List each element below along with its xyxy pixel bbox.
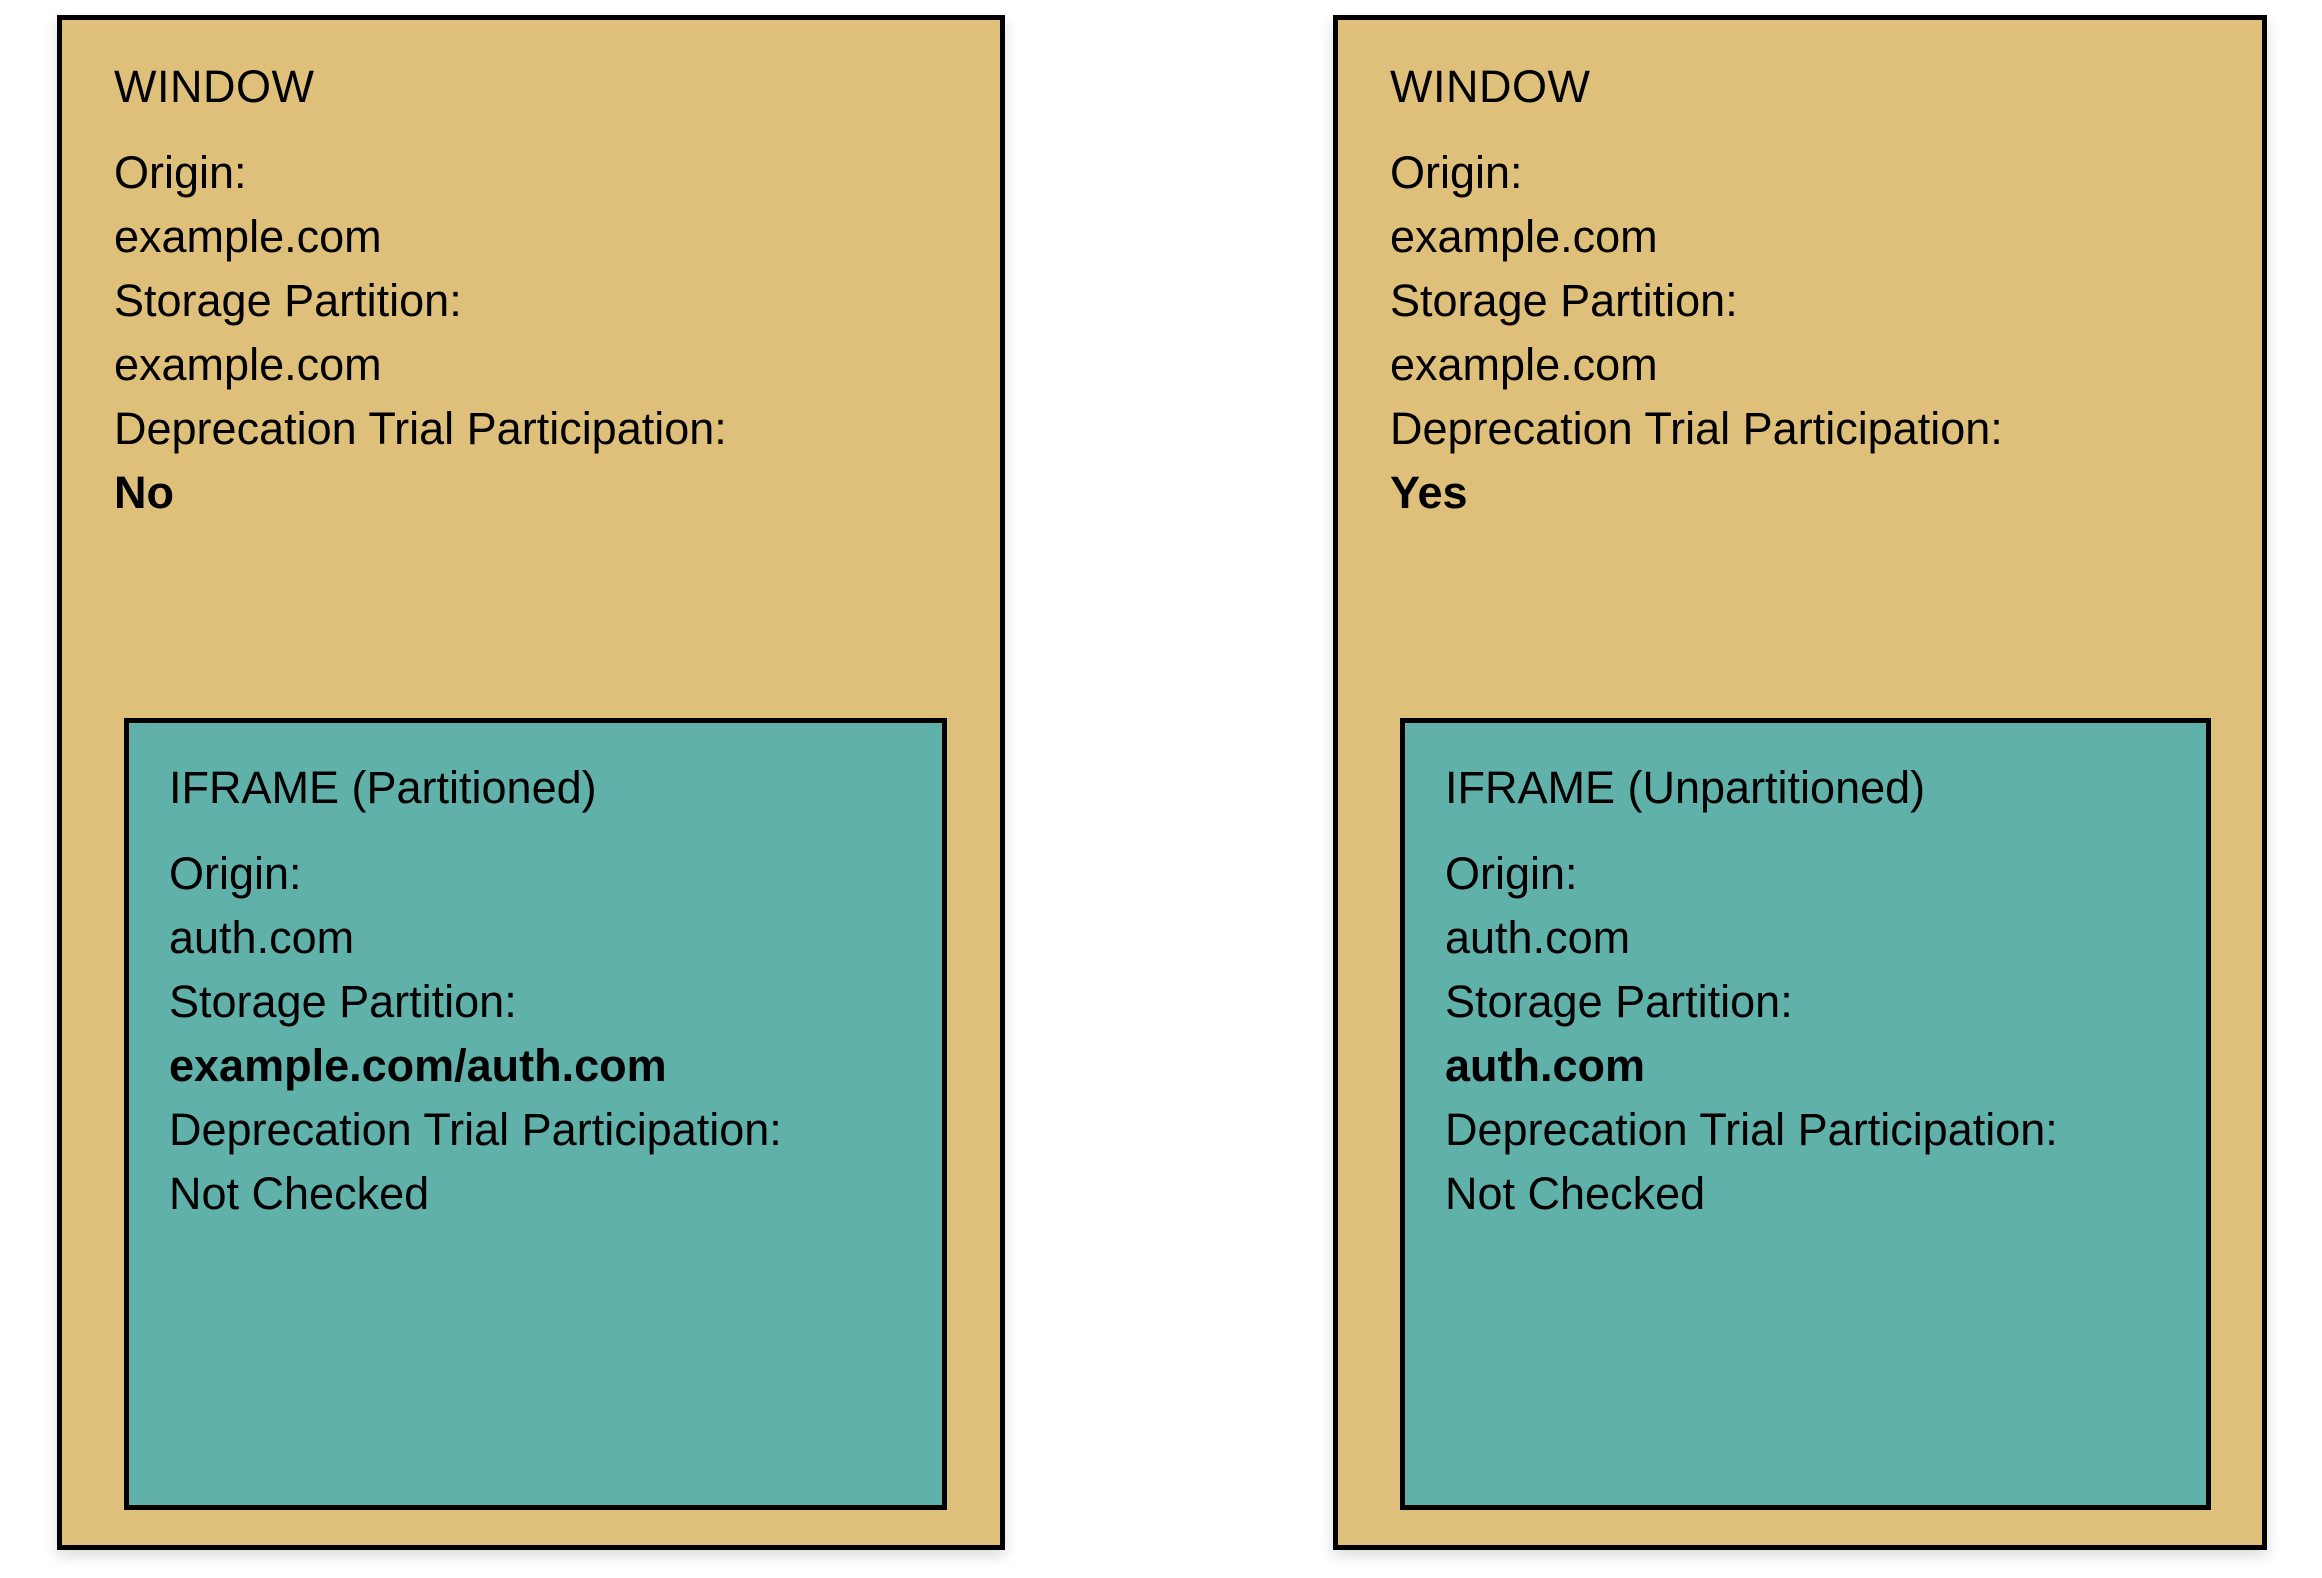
iframe-box-right: IFRAME (Unpartitioned) Origin: auth.com … — [1400, 718, 2211, 1510]
window-panel-right: WINDOW Origin: example.com Storage Parti… — [1333, 15, 2267, 1550]
iframe-title-right: IFRAME (Unpartitioned) — [1445, 762, 1926, 813]
window-storage-value-left: example.com — [114, 339, 382, 390]
iframe-trial-label-left: Deprecation Trial Participation: — [169, 1104, 782, 1155]
window-storage-label-right: Storage Partition: — [1390, 275, 1738, 326]
window-title-right: WINDOW — [1390, 61, 1591, 112]
window-panel-left: WINDOW Origin: example.com Storage Parti… — [57, 15, 1005, 1550]
window-origin-value-right: example.com — [1390, 211, 1658, 262]
window-trial-field-left: Deprecation Trial Participation: No — [114, 397, 727, 525]
window-origin-label-right: Origin: — [1390, 147, 1523, 198]
window-origin-label-left: Origin: — [114, 147, 247, 198]
iframe-origin-field-left: Origin: auth.com — [169, 842, 354, 970]
window-storage-value-right: example.com — [1390, 339, 1658, 390]
iframe-trial-field-right: Deprecation Trial Participation: Not Che… — [1445, 1098, 2058, 1226]
window-trial-label-left: Deprecation Trial Participation: — [114, 403, 727, 454]
window-origin-field-right: Origin: example.com — [1390, 141, 1658, 269]
iframe-title-left: IFRAME (Partitioned) — [169, 762, 597, 813]
iframe-box-left: IFRAME (Partitioned) Origin: auth.com St… — [124, 718, 947, 1510]
iframe-trial-field-left: Deprecation Trial Participation: Not Che… — [169, 1098, 782, 1226]
iframe-storage-field-left: Storage Partition: example.com/auth.com — [169, 970, 667, 1098]
iframe-trial-value-left: Not Checked — [169, 1168, 430, 1219]
iframe-trial-value-right: Not Checked — [1445, 1168, 1706, 1219]
window-trial-value-right: Yes — [1390, 467, 1468, 518]
iframe-storage-label-right: Storage Partition: — [1445, 976, 1793, 1027]
window-origin-field-left: Origin: example.com — [114, 141, 382, 269]
iframe-origin-label-right: Origin: — [1445, 848, 1578, 899]
window-trial-label-right: Deprecation Trial Participation: — [1390, 403, 2003, 454]
window-trial-field-right: Deprecation Trial Participation: Yes — [1390, 397, 2003, 525]
iframe-storage-field-right: Storage Partition: auth.com — [1445, 970, 1793, 1098]
window-trial-value-left: No — [114, 467, 174, 518]
iframe-origin-value-right: auth.com — [1445, 912, 1631, 963]
iframe-origin-label-left: Origin: — [169, 848, 302, 899]
window-title-left: WINDOW — [114, 61, 315, 112]
window-storage-field-left: Storage Partition: example.com — [114, 269, 462, 397]
window-storage-field-right: Storage Partition: example.com — [1390, 269, 1738, 397]
iframe-origin-value-left: auth.com — [169, 912, 355, 963]
iframe-storage-label-left: Storage Partition: — [169, 976, 517, 1027]
iframe-storage-value-right: auth.com — [1445, 1040, 1646, 1091]
iframe-storage-value-left: example.com/auth.com — [169, 1040, 667, 1091]
window-storage-label-left: Storage Partition: — [114, 275, 462, 326]
iframe-origin-field-right: Origin: auth.com — [1445, 842, 1630, 970]
window-origin-value-left: example.com — [114, 211, 382, 262]
iframe-trial-label-right: Deprecation Trial Participation: — [1445, 1104, 2058, 1155]
